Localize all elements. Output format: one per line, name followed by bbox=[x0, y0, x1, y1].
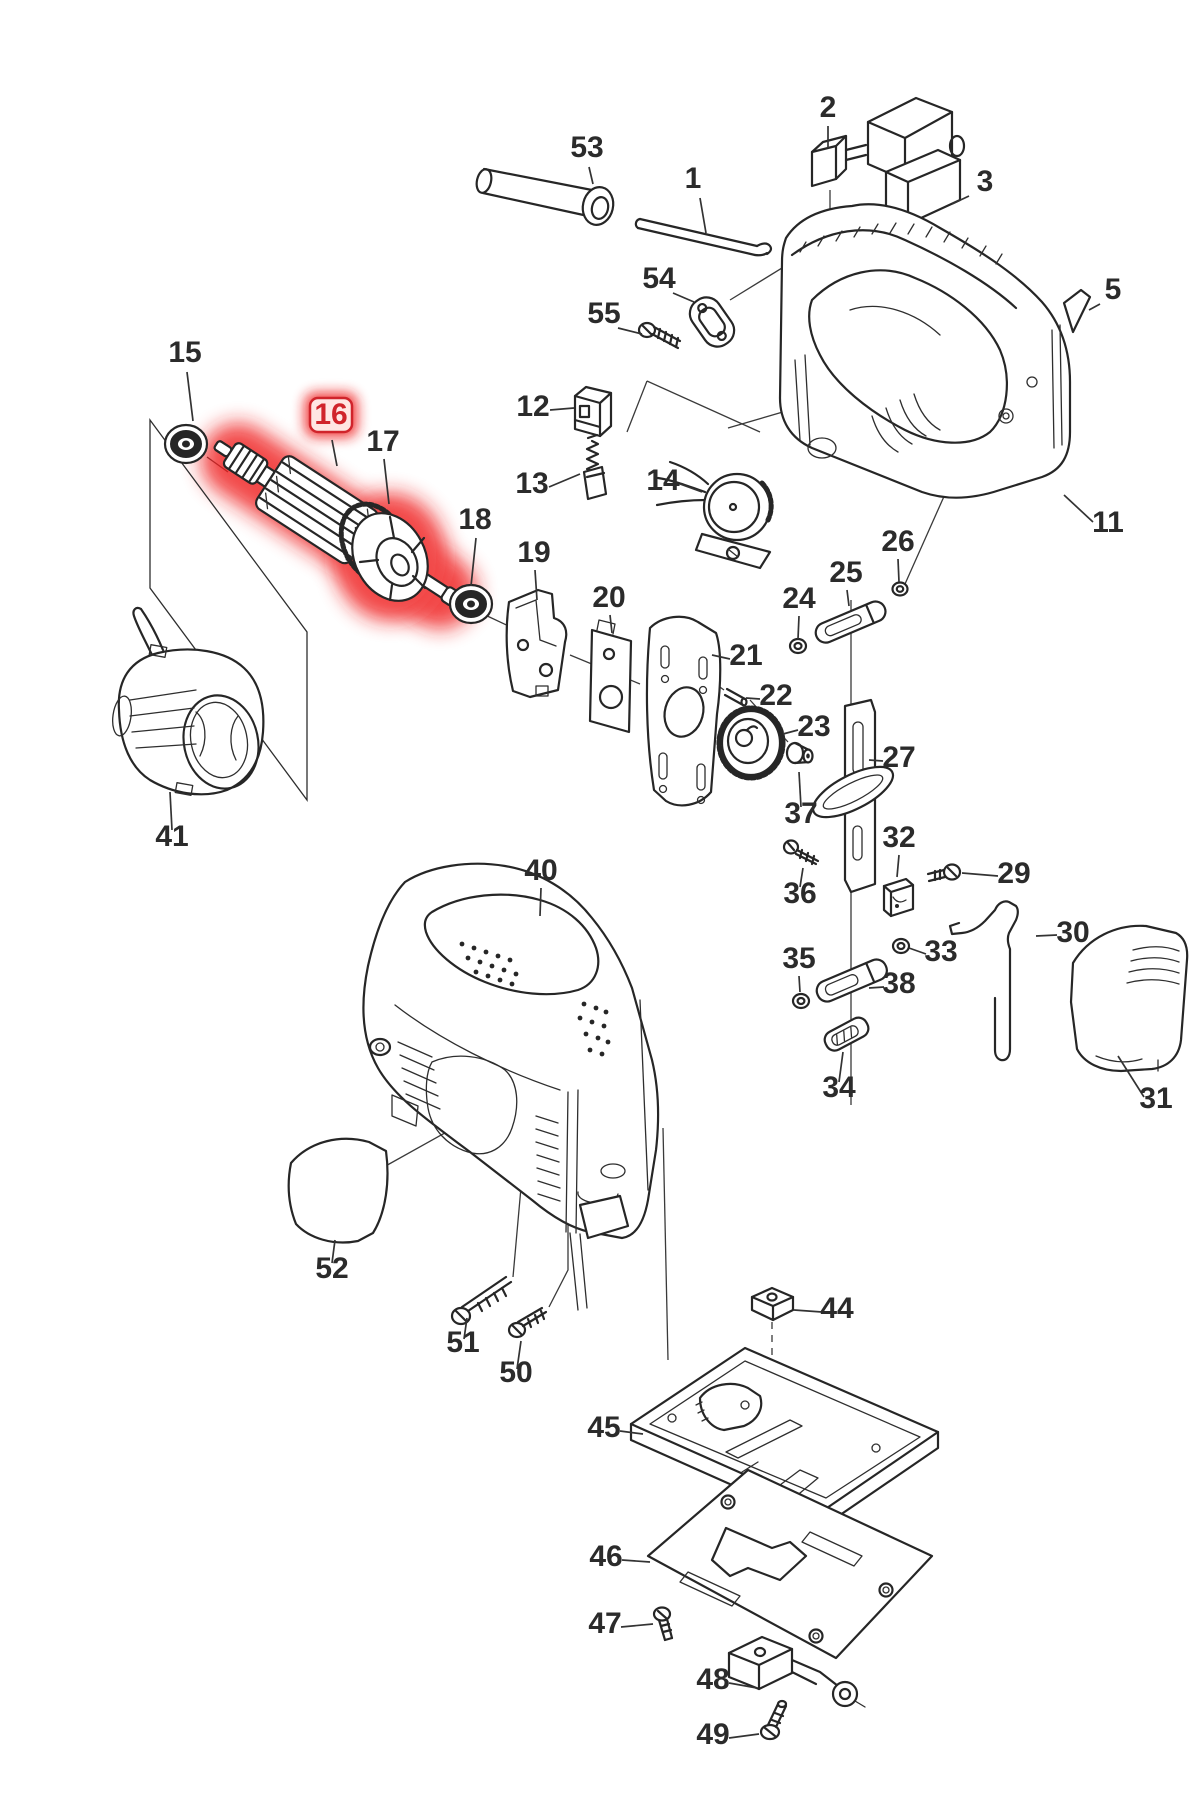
part-51-screw bbox=[450, 1275, 513, 1326]
part-label-47: 47 bbox=[588, 1607, 621, 1640]
part-label-55: 55 bbox=[587, 297, 620, 330]
part-label-5: 5 bbox=[1105, 273, 1122, 306]
part-25-slider bbox=[814, 600, 887, 644]
part-label-1: 1 bbox=[685, 162, 702, 195]
part-label-12: 12 bbox=[516, 390, 549, 423]
part-15-bearing bbox=[163, 423, 209, 465]
part-label-36: 36 bbox=[783, 877, 816, 910]
part-53-cord-guard bbox=[475, 167, 615, 226]
part-label-53: 53 bbox=[570, 131, 603, 164]
part-1-power-cord bbox=[634, 217, 773, 257]
part-46-cover-plate bbox=[646, 1468, 934, 1660]
part-14-controller bbox=[655, 460, 774, 570]
part-label-45: 45 bbox=[587, 1411, 620, 1444]
part-label-50: 50 bbox=[499, 1356, 532, 1389]
part-30-wire-guard bbox=[948, 900, 1019, 1062]
part-label-16: 16 bbox=[314, 398, 347, 431]
part-23-gear bbox=[716, 705, 786, 781]
part-29-screw bbox=[926, 863, 962, 883]
part-label-41: 41 bbox=[155, 820, 188, 853]
part-label-46: 46 bbox=[589, 1540, 622, 1573]
part-label-44: 44 bbox=[820, 1292, 854, 1325]
part-label-21: 21 bbox=[729, 639, 762, 672]
part-48-roller-holder bbox=[727, 1635, 866, 1708]
part-40-lower-housing bbox=[362, 862, 660, 1311]
part-21-gear-plate bbox=[645, 615, 722, 807]
part-label-19: 19 bbox=[517, 536, 550, 569]
part-34-pad bbox=[823, 1016, 870, 1052]
part-19-bearing-retainer bbox=[505, 588, 568, 699]
housing-vent-slats bbox=[397, 1041, 561, 1202]
part-label-35: 35 bbox=[782, 942, 815, 975]
part-label-22: 22 bbox=[759, 679, 792, 712]
part-label-48: 48 bbox=[696, 1663, 729, 1696]
part-label-20: 20 bbox=[592, 581, 625, 614]
part-label-14: 14 bbox=[646, 464, 680, 497]
part-52-window-plate bbox=[287, 1137, 389, 1244]
housing-rim-hatch bbox=[799, 222, 1003, 265]
part-44-square-nut bbox=[750, 1286, 795, 1322]
part-3-switch bbox=[866, 96, 966, 226]
part-41-field bbox=[112, 606, 265, 796]
part-label-31: 31 bbox=[1139, 1082, 1172, 1115]
part-label-23: 23 bbox=[797, 710, 830, 743]
part-50-screw bbox=[507, 1306, 548, 1339]
part-45-base bbox=[629, 1346, 940, 1528]
part-54-strain-relief bbox=[688, 296, 736, 348]
part-label-54: 54 bbox=[642, 262, 676, 295]
part-label-18: 18 bbox=[458, 503, 491, 536]
part-labels: 1 2 3 5 11 12 13 14 15 16 17 18 19 20 21… bbox=[155, 91, 1172, 1751]
part-label-2: 2 bbox=[820, 91, 837, 124]
part-label-49: 49 bbox=[696, 1718, 729, 1751]
part-label-51: 51 bbox=[446, 1326, 479, 1359]
part-36-screw bbox=[782, 839, 820, 866]
part-2-terminal bbox=[810, 134, 868, 188]
part-label-13: 13 bbox=[515, 467, 548, 500]
part-label-16-box bbox=[308, 396, 354, 434]
part-label-24: 24 bbox=[782, 582, 816, 615]
part-12-brush-holder-cap bbox=[573, 385, 613, 438]
part-label-25: 25 bbox=[829, 556, 862, 589]
part-55-screw bbox=[637, 321, 682, 350]
part-label-37: 37 bbox=[784, 797, 817, 830]
part-27-guide-bar bbox=[811, 698, 895, 894]
part-22-pin bbox=[723, 687, 748, 707]
leader-lines bbox=[169, 126, 1145, 1739]
subassembly-frame bbox=[149, 418, 308, 802]
part-5-plate bbox=[1062, 288, 1092, 334]
part-49-screw bbox=[759, 1699, 788, 1741]
part-47-screw bbox=[652, 1606, 674, 1642]
part-label-26: 26 bbox=[881, 525, 914, 558]
part-label-17: 17 bbox=[366, 425, 399, 458]
part-label-15: 15 bbox=[168, 336, 201, 369]
part-31-cover bbox=[1069, 924, 1189, 1073]
part-17-fan bbox=[338, 501, 429, 602]
part-label-27: 27 bbox=[882, 741, 915, 774]
part-label-33: 33 bbox=[924, 935, 957, 968]
part-26-o-ring bbox=[891, 581, 909, 597]
part-38-slider bbox=[815, 958, 888, 1003]
part-32-guide-block bbox=[882, 877, 915, 918]
part-33-o-ring bbox=[891, 937, 911, 955]
housing-grip-dots bbox=[459, 941, 611, 1057]
part-20-inner-plate bbox=[588, 619, 633, 734]
part-35-o-ring bbox=[791, 992, 811, 1010]
part-label-52: 52 bbox=[315, 1252, 348, 1285]
part-13-carbon-brush bbox=[582, 433, 608, 501]
part-label-40: 40 bbox=[524, 854, 557, 887]
part-label-29: 29 bbox=[997, 857, 1030, 890]
part-label-30: 30 bbox=[1056, 916, 1089, 949]
part-label-11: 11 bbox=[1092, 506, 1124, 539]
part-24-o-ring bbox=[788, 637, 808, 655]
part-37-sleeve bbox=[785, 741, 814, 765]
part-11-upper-housing bbox=[778, 203, 1072, 499]
part-18-bearing bbox=[448, 583, 494, 625]
part-label-3: 3 bbox=[977, 165, 994, 198]
part-label-32: 32 bbox=[882, 821, 915, 854]
part-label-38: 38 bbox=[882, 967, 915, 1000]
part-label-34: 34 bbox=[822, 1071, 856, 1104]
